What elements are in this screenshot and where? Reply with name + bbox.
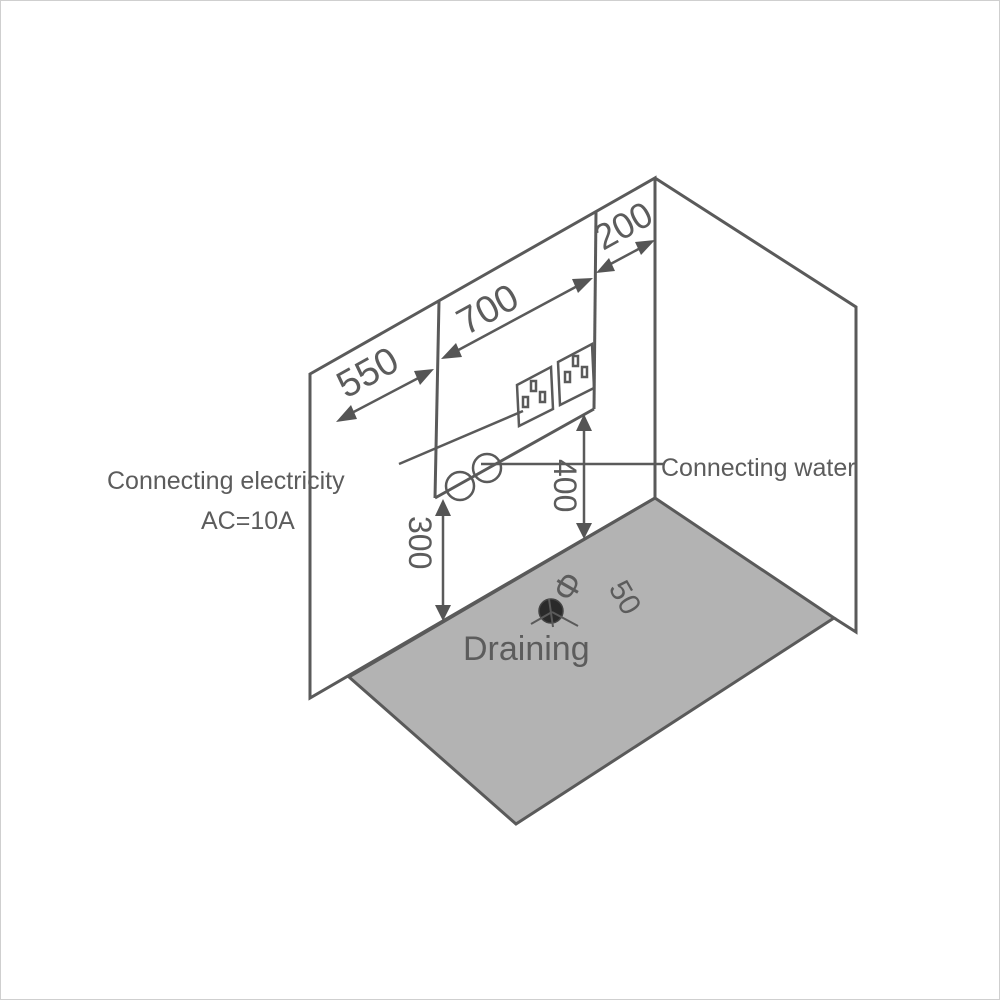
water-inlet-icon (444, 470, 476, 502)
water-label: Connecting water (661, 454, 856, 482)
electricity-rating-label: AC=10A (201, 507, 295, 535)
electricity-leader-line (398, 409, 524, 466)
panel-bottom-line (434, 407, 595, 500)
reference-line-550 (433, 300, 441, 499)
dimension-700-arrow (441, 278, 593, 359)
dimension-550-label: 550 (330, 339, 406, 406)
dimension-200-arrow (596, 240, 655, 273)
drain-icon (530, 598, 579, 628)
dimension-300-arrow (435, 499, 451, 621)
dimension-300-label: 300 (402, 516, 438, 569)
draining-label: Draining (463, 630, 590, 668)
right-wall (654, 176, 858, 635)
dimension-550-arrow (336, 369, 434, 422)
dimension-400-arrow (576, 414, 592, 539)
electricity-label: Connecting electricity (107, 467, 345, 495)
dimension-400-label: 400 (547, 459, 583, 512)
dimension-200-label: 200 (587, 193, 659, 258)
power-socket-icon (515, 364, 555, 428)
back-wall (308, 175, 657, 701)
water-inlet-icon (471, 452, 503, 484)
power-socket-icon (556, 341, 596, 407)
